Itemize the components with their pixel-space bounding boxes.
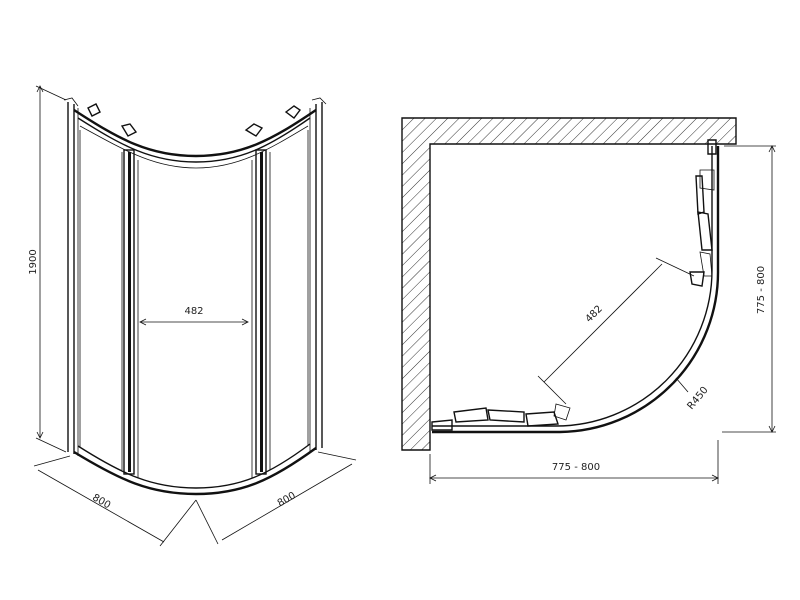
wall-hatch [401,117,737,451]
top-rail [73,108,317,169]
plan-width-label: 775 - 800 [552,462,600,473]
bottom-rail [73,443,317,496]
door-panels [123,149,267,478]
radius-label: R450 [686,385,711,412]
depth-dimension-left: 800 [33,455,197,547]
door-opening-dimension: 482 [139,306,249,326]
door-mechanism-right [689,139,717,287]
radius-dimension: R450 [675,377,711,412]
width-dim-right-label: 800 [276,490,298,509]
door-mechanism-bottom [431,403,571,431]
tray-outline [432,146,720,434]
width-dimension-right: 800 [195,451,357,545]
height-dimension: 1900 [28,85,67,453]
plan-width-dimension: 775 - 800 [429,440,719,484]
left-frame [63,97,79,456]
depth-dim-left-label: 800 [90,492,112,511]
plan-depth-dimension: 775 - 800 [722,145,776,433]
height-dim-label: 1900 [28,249,39,274]
roller-brackets [87,103,302,137]
plan-door-opening-label: 482 [584,304,605,325]
perspective-view: 1900 482 800 800 [28,85,357,547]
plan-view: 482 R450 775 - 800 775 - 800 [401,117,776,484]
right-frame [309,97,327,452]
glass-panels [79,130,309,470]
door-opening-dim-label: 482 [184,306,203,317]
plan-door-opening-dimension: 482 [537,257,695,405]
plan-depth-label: 775 - 800 [756,266,767,314]
